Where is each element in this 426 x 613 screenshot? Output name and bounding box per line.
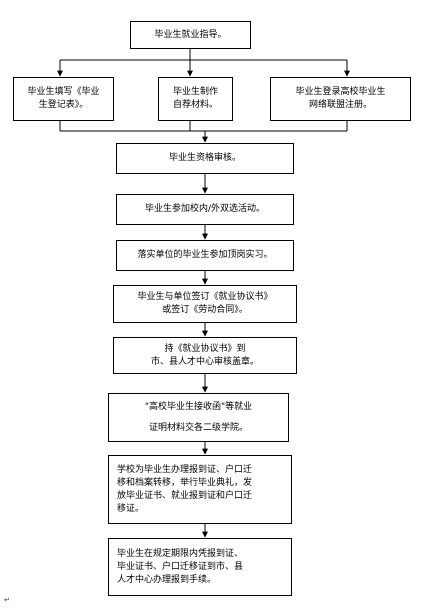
register-online-line-2: 网络联盟注册。 xyxy=(308,100,372,110)
school-process-line-2: 移和档案转移，举行毕业典礼，发 xyxy=(117,477,253,488)
sign-agreement-line-2: 或签订《劳动合同》。 xyxy=(162,305,248,315)
report-registration-line-2: 毕业证书、户口迁移证到市、县 xyxy=(117,561,244,572)
qualification-review-line-1: 毕业生资格审核。 xyxy=(168,153,241,163)
report-registration-line-1: 毕业生在规定期限内凭报到证、 xyxy=(117,548,244,559)
receipt-letter-line-3: 证明材料交各二级学院。 xyxy=(148,422,248,433)
fill-form-line-2: 生登记表》。 xyxy=(38,100,89,110)
node-school-process: 学校为毕业生办理报到证、户口迁 移和档案转移，举行毕业典礼，发 放毕业证书、就业… xyxy=(108,455,292,524)
paragraph-return-mark: ↵ xyxy=(4,596,10,604)
internship-line-1: 落实单位的毕业生参加顶岗实习。 xyxy=(137,250,273,260)
fill-form-line-1: 毕业生填写《毕业 xyxy=(27,87,100,97)
node-internship: 落实单位的毕业生参加顶岗实习。 xyxy=(116,240,294,271)
node-fill-form: 毕业生填写《毕业 生登记表》。 xyxy=(13,77,114,121)
school-process-line-3: 放毕业证书、就业报到证和户口迁 xyxy=(117,490,253,501)
campus-recruitment-line-1: 毕业生参加校内/外双选活动。 xyxy=(144,204,266,214)
school-process-line-1: 学校为毕业生办理报到证、户口迁 xyxy=(117,464,253,475)
node-qualification-review: 毕业生资格审核。 xyxy=(116,143,294,174)
receipt-letter-line-1: "高校毕业生接收函"等就业 xyxy=(144,401,253,412)
review-seal-line-2: 市、县人才中心审核盖章。 xyxy=(150,356,259,367)
make-materials-line-1: 毕业生制作 xyxy=(172,87,218,97)
node-receipt-letter: "高校毕业生接收函"等就业 证明材料交各二级学院。 xyxy=(108,393,289,442)
review-seal-line-1: 持《就业协议书》到 xyxy=(164,343,246,354)
node-report-registration: 毕业生在规定期限内凭报到证、 毕业证书、户口迁移证到市、县 人才中心办理报到手续… xyxy=(108,538,292,596)
node-campus-recruitment: 毕业生参加校内/外双选活动。 xyxy=(116,194,294,225)
node-make-materials: 毕业生制作 自荐材料。 xyxy=(158,77,233,121)
register-online-line-1: 毕业生登录高校毕业生 xyxy=(295,87,386,97)
node-sign-agreement: 毕业生与单位签订《就业协议书》 或签订《劳动合同》。 xyxy=(113,285,297,323)
report-registration-line-3: 人才中心办理报到手续。 xyxy=(117,574,217,585)
make-materials-line-2: 自荐材料。 xyxy=(172,100,218,110)
sign-agreement-line-1: 毕业生与单位签订《就业协议书》 xyxy=(137,292,273,302)
node-guidance: 毕业生就业指导。 xyxy=(130,21,251,49)
node-register-online: 毕业生登录高校毕业生 网络联盟注册。 xyxy=(270,77,411,121)
guidance-line-1: 毕业生就业指导。 xyxy=(154,29,227,40)
node-review-seal: 持《就业协议书》到 市、县人才中心审核盖章。 xyxy=(113,337,297,374)
school-process-line-4: 移证。 xyxy=(117,503,145,514)
